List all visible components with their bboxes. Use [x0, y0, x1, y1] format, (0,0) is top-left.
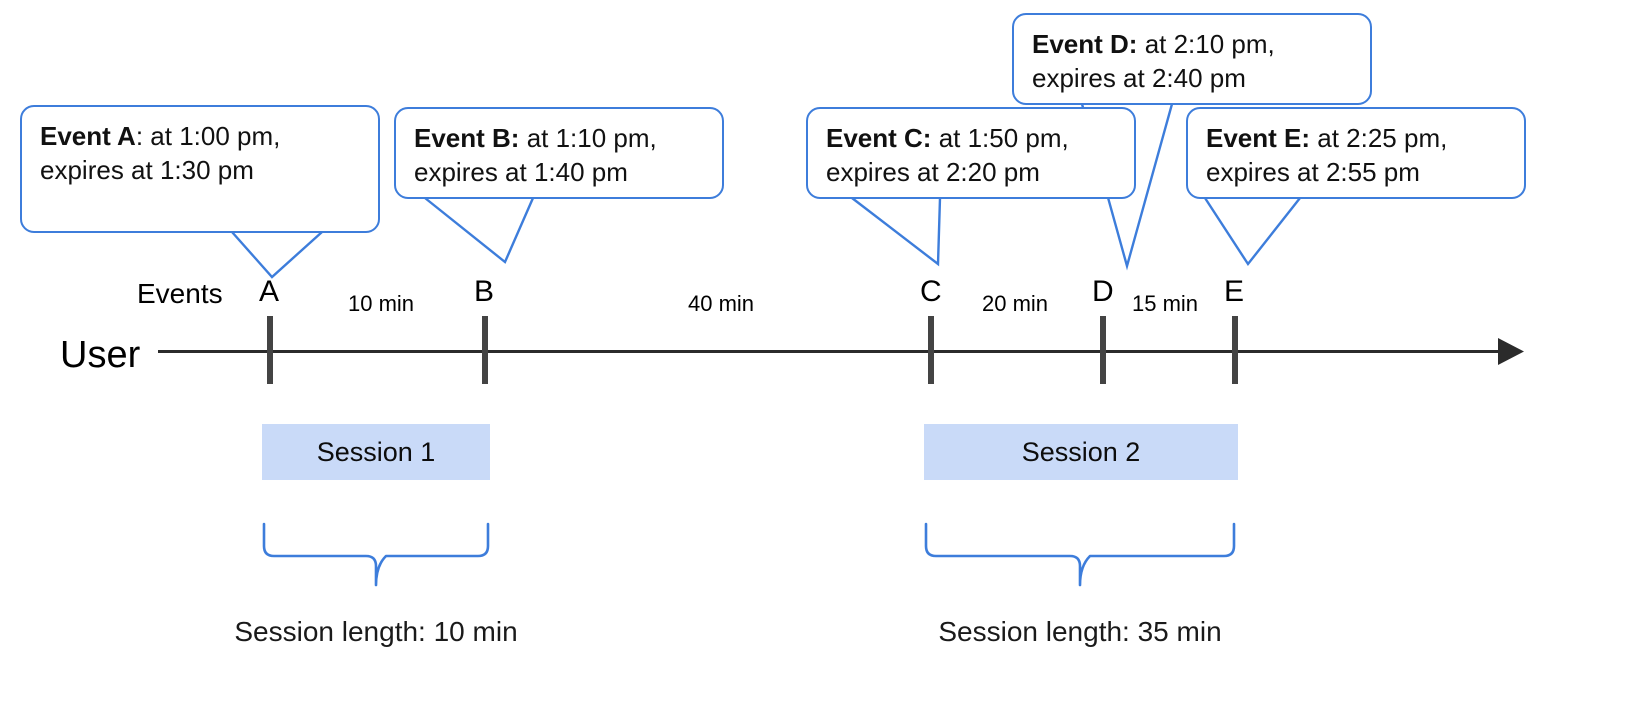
user-row-label: User	[60, 334, 141, 376]
callout-event-a-time: at 1:00 pm,	[143, 121, 281, 151]
tick-event-a[interactable]	[267, 316, 273, 384]
tick-event-d[interactable]	[1100, 316, 1106, 384]
interval-label-c-d: 20 min	[982, 291, 1049, 316]
tail-event-c	[851, 197, 942, 267]
callout-event-d-line1: Event D: at 2:10 pm,	[1032, 27, 1354, 61]
callout-event-c-line2: expires at 2:20 pm	[826, 157, 1040, 188]
callout-event-e-line2: expires at 2:55 pm	[1206, 157, 1420, 188]
callout-event-e-time: at 2:25 pm,	[1310, 123, 1448, 153]
marker-label-b: B	[474, 275, 495, 308]
tick-event-b[interactable]	[482, 316, 488, 384]
marker-label-e: E	[1224, 275, 1245, 308]
callout-event-d-line2: expires at 2:40 pm	[1032, 63, 1246, 94]
callout-event-d[interactable]: Event D: at 2:10 pm, expires at 2:40 pm	[1012, 13, 1372, 105]
callout-event-e[interactable]: Event E: at 2:25 pm, expires at 2:55 pm	[1186, 107, 1526, 199]
callout-event-a-lead: Event A	[40, 121, 136, 151]
tick-event-c[interactable]	[928, 316, 934, 384]
events-axis-label: Events	[137, 278, 223, 309]
interval-label-b-c: 40 min	[688, 291, 755, 316]
session-bar-2[interactable]: Session 2	[924, 424, 1238, 480]
session-bar-1-label: Session 1	[316, 436, 436, 467]
callout-event-a-line1: Event A: at 1:00 pm,	[40, 119, 362, 153]
callout-event-c-line1: Event C: at 1:50 pm,	[826, 121, 1118, 155]
callout-event-b-lead: Event B:	[414, 123, 520, 153]
marker-label-a: A	[259, 275, 280, 308]
brace-session-1	[262, 522, 490, 587]
timeline-arrow-icon	[1498, 338, 1524, 365]
session-length-label-1: Session length: 10 min	[234, 616, 518, 647]
interval-label-a-b: 10 min	[348, 291, 415, 316]
tail-event-b	[424, 197, 535, 264]
callout-event-a[interactable]: Event A: at 1:00 pm, expires at 1:30 pm	[20, 105, 380, 233]
interval-label-d-e: 15 min	[1132, 291, 1199, 316]
marker-label-c: C	[920, 275, 942, 308]
marker-label-d: D	[1092, 275, 1114, 308]
timeline-axis	[158, 350, 1510, 353]
callout-event-c-lead: Event C:	[826, 123, 932, 153]
callout-event-e-lead: Event E:	[1206, 123, 1311, 153]
callout-event-d-lead: Event D:	[1032, 29, 1138, 59]
callout-event-a-line2: expires at 1:30 pm	[40, 155, 254, 186]
callout-event-b-line2: expires at 1:40 pm	[414, 157, 628, 188]
callout-event-b-line1: Event B: at 1:10 pm,	[414, 121, 706, 155]
tail-event-e	[1203, 197, 1301, 267]
brace-session-2	[924, 522, 1236, 587]
callout-event-c-time: at 1:50 pm,	[931, 123, 1069, 153]
callout-event-c[interactable]: Event C: at 1:50 pm, expires at 2:20 pm	[806, 107, 1136, 199]
callout-event-a-sep: :	[135, 121, 144, 151]
callout-event-e-line1: Event E: at 2:25 pm,	[1206, 121, 1508, 155]
callout-event-b[interactable]: Event B: at 1:10 pm, expires at 1:40 pm	[394, 107, 724, 199]
session-length-label-2: Session length: 35 min	[938, 616, 1222, 647]
callout-event-b-time: at 1:10 pm,	[519, 123, 657, 153]
session-bar-1[interactable]: Session 1	[262, 424, 490, 480]
session-bar-2-label: Session 2	[1021, 436, 1141, 467]
tail-event-a	[231, 231, 323, 279]
callout-event-d-time: at 2:10 pm,	[1137, 29, 1275, 59]
tick-event-e[interactable]	[1232, 316, 1238, 384]
